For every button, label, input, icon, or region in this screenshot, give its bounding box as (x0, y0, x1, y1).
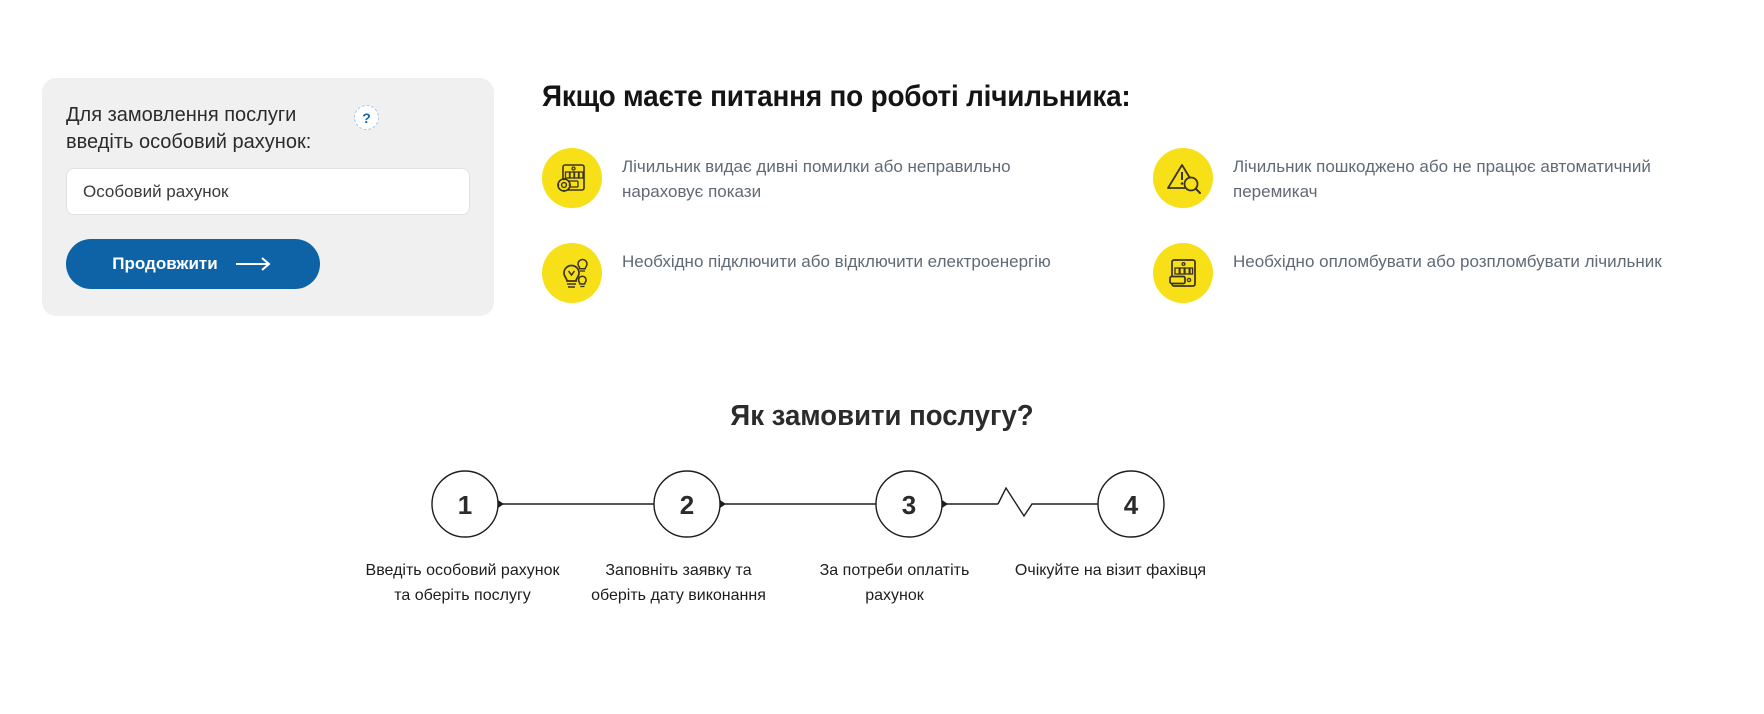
step-caption: За потреби оплатіть рахунок (819, 562, 970, 604)
steps-connector-svg: 1 2 3 4 (431, 470, 1165, 538)
question-item[interactable]: Необхідно опломбувати або розпломбувати … (1153, 243, 1764, 338)
question-item[interactable]: Лічильник видає дивні помилки або неправ… (542, 148, 1153, 243)
order-card-label: Для замовлення послуги введіть особовий … (66, 104, 312, 153)
question-text: Лічильник пошкоджено або не працює автом… (1233, 157, 1651, 201)
step-caption: Введіть особовий рахунок та оберіть посл… (365, 562, 560, 604)
arrow-right-icon (235, 257, 274, 271)
continue-button-label: Продовжити (112, 254, 218, 273)
question-text: Лічильник видає дивні помилки або неправ… (622, 157, 1011, 201)
meter-seal-icon (1153, 243, 1213, 303)
questions-title: Якщо маєте питання по роботі лічильника: (542, 80, 1131, 113)
question-text: Необхідно опломбувати або розпломбувати … (1233, 252, 1662, 271)
step-caption: Очікуйте на візит фахівця (1014, 562, 1207, 579)
steps-diagram: 1 2 3 4 Введіть особовий рахунок та обер… (366, 462, 1210, 702)
warning-magnifier-icon (1153, 148, 1213, 208)
question-text: Необхідно підключити або відключити елек… (622, 252, 1051, 271)
step-caption: Заповніть заявку та оберіть дату виконан… (591, 562, 766, 604)
question-item[interactable]: Лічильник пошкоджено або не працює автом… (1153, 148, 1764, 243)
order-service-card: Для замовлення послуги введіть особовий … (42, 78, 494, 316)
help-icon[interactable]: ? (354, 105, 379, 130)
step-captions: Введіть особовий рахунок та оберіть посл… (366, 558, 1210, 608)
question-item[interactable]: Необхідно підключити або відключити елек… (542, 243, 1153, 338)
account-number-input[interactable] (66, 168, 470, 215)
lightbulbs-icon (542, 243, 602, 303)
steps-section-title: Як замовити послугу? (730, 400, 1034, 432)
step-number: 3 (902, 490, 916, 520)
questions-grid: Лічильник видає дивні помилки або неправ… (542, 148, 1764, 338)
step-number: 2 (680, 490, 694, 520)
step-number: 1 (458, 490, 472, 520)
meter-gear-icon (542, 148, 602, 208)
order-label-row: Для замовлення послуги введіть особовий … (66, 102, 466, 156)
step-number: 4 (1124, 490, 1139, 520)
continue-button[interactable]: Продовжити (66, 239, 320, 289)
